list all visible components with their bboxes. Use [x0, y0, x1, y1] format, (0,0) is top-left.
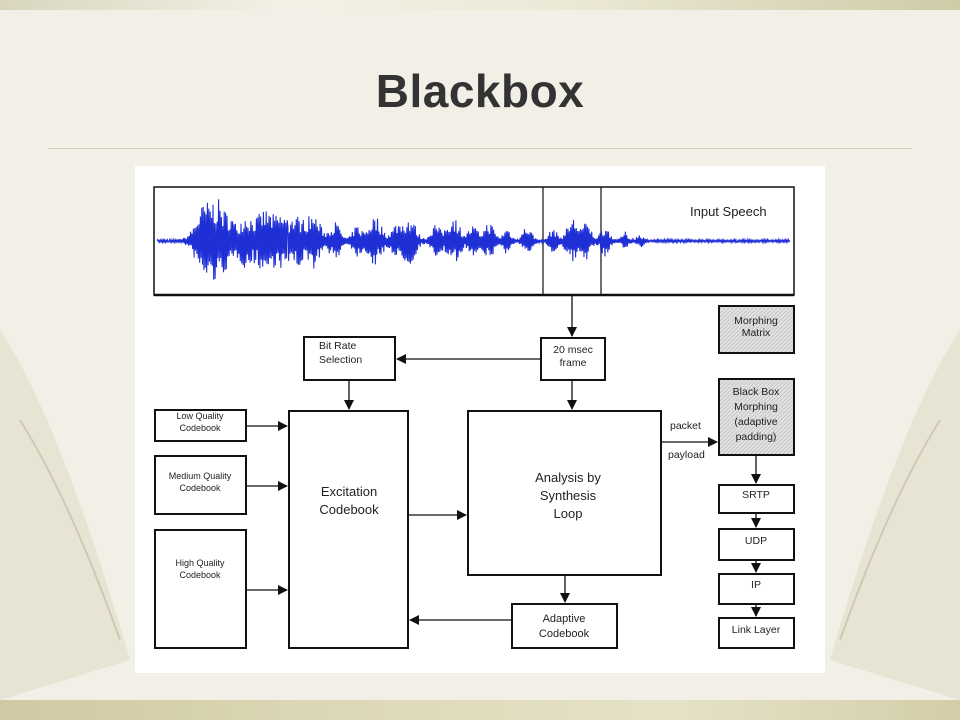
medium-quality-codebook-box: Medium Quality Codebook	[154, 455, 247, 515]
black-box-line-3: (adaptive	[734, 416, 777, 428]
black-box-line-2: Morphing	[734, 401, 778, 413]
link-layer-box: Link Layer	[718, 617, 795, 649]
adaptive-line-2: Codebook	[539, 628, 590, 640]
low-quality-codebook-box: Low Quality Codebook	[154, 409, 247, 442]
medium-quality-line-1: Medium Quality	[169, 471, 232, 481]
excitation-line-2: Codebook	[319, 502, 379, 517]
analysis-line-2: Synthesis	[540, 488, 597, 503]
morphing-matrix-line-1: Morphing	[734, 315, 778, 327]
high-quality-line-2: Codebook	[179, 570, 221, 580]
excitation-codebook-box: Excitation Codebook	[288, 410, 409, 649]
slide-title: Blackbox	[375, 65, 585, 117]
link-layer-label: Link Layer	[732, 624, 781, 636]
speech-waveform	[156, 199, 791, 280]
morphing-matrix-box: Morphing Matrix	[718, 305, 795, 354]
adaptive-line-1: Adaptive	[543, 613, 586, 625]
black-box-line-1: Black Box	[733, 386, 780, 398]
udp-label: UDP	[745, 535, 767, 547]
adaptive-codebook-box: Adaptive Codebook	[511, 603, 618, 649]
morphing-matrix-line-2: Matrix	[742, 327, 771, 339]
connector-arrows	[246, 295, 761, 625]
title-divider	[48, 148, 912, 149]
low-quality-line-1: Low Quality	[176, 411, 224, 421]
low-quality-line-2: Codebook	[179, 423, 221, 433]
analysis-by-synthesis-box: Analysis by Synthesis Loop	[467, 410, 662, 576]
top-decorative-band	[0, 0, 960, 10]
udp-box: UDP	[718, 528, 795, 561]
frame-box: 20 msec frame	[540, 337, 606, 381]
analysis-line-1: Analysis by	[535, 470, 601, 485]
codec-diagram: Input Speech 20 msec frame Bit Rate Sele…	[135, 166, 825, 673]
srtp-box: SRTP	[718, 484, 795, 514]
bit-rate-label-line-1: Bit Rate	[319, 340, 357, 352]
ip-box: IP	[718, 573, 795, 605]
excitation-line-1: Excitation	[321, 484, 377, 499]
frame-label-line-1: 20 msec	[553, 344, 593, 356]
black-box-morphing-box: Black Box Morphing (adaptive padding)	[718, 378, 795, 456]
black-box-line-4: padding)	[736, 431, 777, 443]
bit-rate-selection-box: Bit Rate Selection	[303, 336, 396, 381]
analysis-line-3: Loop	[554, 506, 583, 521]
input-speech-label: Input Speech	[690, 204, 767, 219]
high-quality-codebook-box: High Quality Codebook	[154, 529, 247, 649]
packet-label: packet	[670, 420, 701, 432]
input-speech-panel: Input Speech	[153, 186, 795, 297]
payload-label: payload	[668, 449, 705, 461]
srtp-label: SRTP	[742, 489, 770, 501]
bottom-decorative-band	[0, 700, 960, 720]
frame-label-line-2: frame	[560, 357, 587, 369]
codec-diagram-svg: Input Speech 20 msec frame Bit Rate Sele…	[153, 186, 795, 649]
high-quality-line-1: High Quality	[175, 558, 225, 568]
bit-rate-label-line-2: Selection	[319, 354, 362, 366]
medium-quality-line-2: Codebook	[179, 483, 221, 493]
ip-label: IP	[751, 579, 761, 591]
